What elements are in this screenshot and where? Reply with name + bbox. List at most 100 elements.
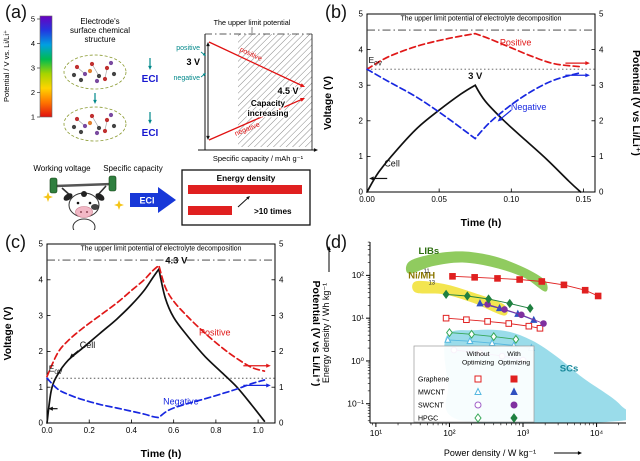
y2-tick-label: 4 (599, 45, 604, 54)
y-tick-label: 10² (352, 270, 364, 280)
marker-triangle (474, 387, 482, 395)
marker-circle (484, 301, 491, 308)
cow-body (72, 218, 96, 230)
cow-patch (91, 204, 99, 210)
energy-bar-short (188, 206, 232, 215)
y-tick-label: 0 (359, 188, 364, 197)
y-tick-label: 4 (359, 45, 364, 54)
molecule-atom (71, 72, 77, 78)
ten-times-label: >10 times (254, 207, 292, 216)
mini-xaxis-label: Specific capacity / mAh g⁻¹ (213, 154, 304, 163)
cow-eye (88, 201, 92, 205)
arrowhead (69, 353, 75, 358)
marker-diamond (510, 413, 518, 423)
marker-square (560, 281, 568, 289)
ref-line-label: The upper limit potential of electrolyte… (81, 245, 242, 252)
cow-hair-tuft (81, 191, 87, 197)
panel-b-label: (b) (325, 2, 347, 22)
colorbar-tick-label: 1 (31, 113, 35, 122)
arrowhead (369, 176, 374, 181)
barbell-weight (49, 177, 58, 194)
y2-tick-label: 5 (279, 240, 284, 249)
y-tick-label: 5 (359, 10, 364, 19)
electrode-structure-text: Electrode's (80, 17, 119, 26)
y-tick-label: 1 (39, 383, 44, 392)
y-tick-label: 0 (39, 419, 44, 428)
x-tick-label: 0.8 (210, 426, 222, 435)
cow-ear (63, 193, 73, 201)
marker-diamond (512, 334, 520, 344)
x-tick-label: 10³ (517, 428, 529, 438)
marker-square (510, 375, 518, 383)
electrode-structure-text: structure (84, 35, 116, 44)
molecule-atom (94, 130, 100, 136)
annotation: Positive (199, 327, 231, 337)
y-tick-label: 1 (359, 152, 364, 161)
barbell-bar (55, 182, 113, 188)
marker-square (581, 286, 589, 294)
cow-muzzle (75, 206, 93, 218)
annotation: E0V (368, 55, 382, 68)
series-positive (46, 264, 266, 378)
marker-square (471, 274, 478, 281)
arrowhead (206, 135, 210, 140)
molecule-atom (108, 60, 114, 66)
ref-line-label: The upper limit potential of electrolyte… (401, 15, 562, 22)
colorbar-tick-label: 2 (31, 88, 35, 97)
legend-row-label: MWCNT (418, 390, 446, 397)
y-tick-label: 10⁻¹ (347, 399, 364, 409)
marker-square (484, 318, 491, 325)
arrowhead (577, 451, 582, 455)
capacity-increasing-label: increasing (248, 109, 289, 118)
arrowhead (585, 73, 590, 78)
capacity-hatch-region (238, 34, 312, 147)
arrowhead (48, 406, 53, 411)
marker-circle (540, 320, 547, 327)
eci-label: ECI (142, 128, 159, 139)
y2-tick-label: 5 (599, 10, 604, 19)
y2-axis-label: Potential (V vs Li/Li⁺) (630, 50, 640, 156)
y-tick-label: 10¹ (352, 313, 364, 323)
molecule-atom (82, 123, 88, 129)
region-label: LIBs (419, 246, 440, 257)
molecule-atom (82, 71, 88, 77)
marker-square (505, 320, 513, 327)
arrowhead (497, 117, 503, 122)
marker-diamond (463, 291, 471, 301)
panel-d-label: (d) (325, 232, 347, 252)
molecule-atom (78, 77, 84, 83)
specific-capacity-label: Specific capacity (103, 164, 163, 173)
working-voltage-label: Working voltage (33, 164, 91, 173)
cow-nostril (80, 211, 82, 213)
x-tick-label: 0.4 (126, 426, 138, 435)
legend-header-without: Optimizing (462, 360, 494, 367)
legend-header-with: Optimizing (498, 360, 530, 367)
eci-block-arrow (130, 187, 176, 213)
series-line (449, 332, 516, 340)
electrode-structure-text: surface chemical (70, 26, 130, 35)
x-tick-label: 0.0 (41, 426, 53, 435)
x-axis-label: Time (h) (141, 448, 182, 460)
colorbar-tick-label: 4 (31, 39, 35, 48)
panel-a-label: (a) (5, 2, 27, 22)
capacity-increasing-label: Capacity (251, 99, 286, 108)
marker-square (594, 292, 602, 300)
x-axis-label: Power density / W kg⁻¹ (444, 448, 536, 458)
cow-nostril (86, 211, 88, 213)
molecule-cluster-outline (63, 54, 127, 90)
marker-square (463, 316, 470, 324)
series-negative (366, 68, 582, 140)
colorbar-axis-label: Potential / V vs. Li/Li⁺ (2, 30, 11, 102)
legend-box (413, 345, 535, 423)
molecule-atom (102, 76, 108, 82)
y2-tick-label: 1 (599, 152, 604, 161)
arrowhead (300, 97, 305, 102)
x-tick-label: 10² (443, 428, 455, 438)
y-axis-label: Voltage (V) (2, 306, 14, 360)
marker-diamond (526, 303, 534, 313)
molecule-atom (74, 116, 80, 122)
